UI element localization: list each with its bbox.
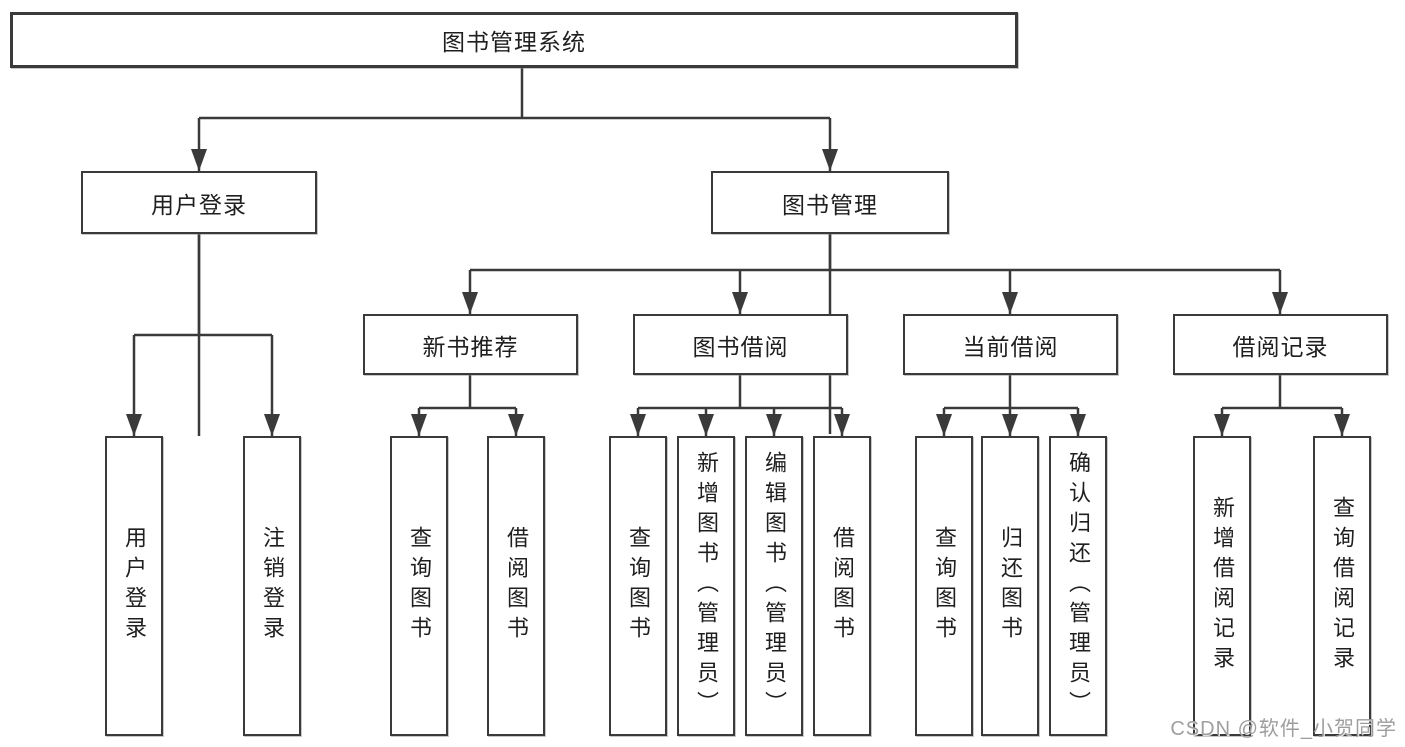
node-user-login: 用户登录 [81, 171, 317, 234]
arrowheads [126, 149, 1350, 436]
arrowhead-icon [1334, 414, 1350, 436]
leaf-return-books: 归还图书 [981, 436, 1039, 736]
connector-newbook-to-leaves [417, 375, 518, 436]
arrowhead-icon [732, 292, 748, 314]
connector-borrowrecord-to-leaves [1220, 375, 1344, 436]
connector-bookborrow-to-leaves [636, 375, 844, 436]
arrowhead-icon [1002, 414, 1018, 436]
arrowhead-icon [1272, 292, 1288, 314]
node-new-book-recommend: 新书推荐 [363, 314, 578, 375]
leaf-edit-book-admin: 编辑图书（管理员） [745, 436, 803, 736]
arrowhead-icon [630, 414, 646, 436]
leaf-query-books-current: 查询图书 [915, 436, 973, 736]
arrowhead-icon [508, 414, 524, 436]
connector-userlogin-to-leaves [132, 234, 274, 436]
leaf-borrow-books-recommend: 借阅图书 [487, 436, 545, 736]
leaf-add-borrow-record: 新增借阅记录 [1193, 436, 1251, 736]
arrowhead-icon [1214, 414, 1230, 436]
leaf-query-books-borrowing: 查询图书 [609, 436, 667, 736]
arrowhead-icon [698, 414, 714, 436]
node-current-borrowing: 当前借阅 [903, 314, 1118, 375]
node-library-system: 图书管理系统 [10, 12, 1018, 68]
connector-paths [132, 68, 1344, 436]
leaf-borrow-books-borrowing: 借阅图书 [813, 436, 871, 736]
leaf-confirm-return-admin: 确认归还（管理员） [1049, 436, 1107, 736]
watermark: CSDN @软件_小贺同学 [1170, 718, 1397, 740]
arrowhead-icon [462, 292, 478, 314]
leaf-logout: 注销登录 [243, 436, 301, 736]
arrowhead-icon [264, 414, 280, 436]
connector-root-to-level2 [197, 68, 832, 436]
node-borrowing-records: 借阅记录 [1173, 314, 1388, 375]
arrowhead-icon [1070, 414, 1086, 436]
arrowhead-icon [191, 149, 207, 171]
arrowhead-icon [411, 414, 427, 436]
arrowhead-icon [834, 414, 850, 436]
arrowhead-icon [1002, 292, 1018, 314]
arrowhead-icon [822, 149, 838, 171]
connector-bookmgmt-to-level3 [468, 234, 1282, 314]
leaf-user-login: 用户登录 [105, 436, 163, 736]
node-book-borrowing: 图书借阅 [633, 314, 848, 375]
leaf-query-borrow-record: 查询借阅记录 [1313, 436, 1371, 736]
node-book-management: 图书管理 [711, 171, 949, 234]
arrowhead-icon [766, 414, 782, 436]
leaf-query-books-recommend: 查询图书 [390, 436, 448, 736]
arrowhead-icon [936, 414, 952, 436]
arrowhead-icon [126, 414, 142, 436]
leaf-add-book-admin: 新增图书（管理员） [677, 436, 735, 736]
